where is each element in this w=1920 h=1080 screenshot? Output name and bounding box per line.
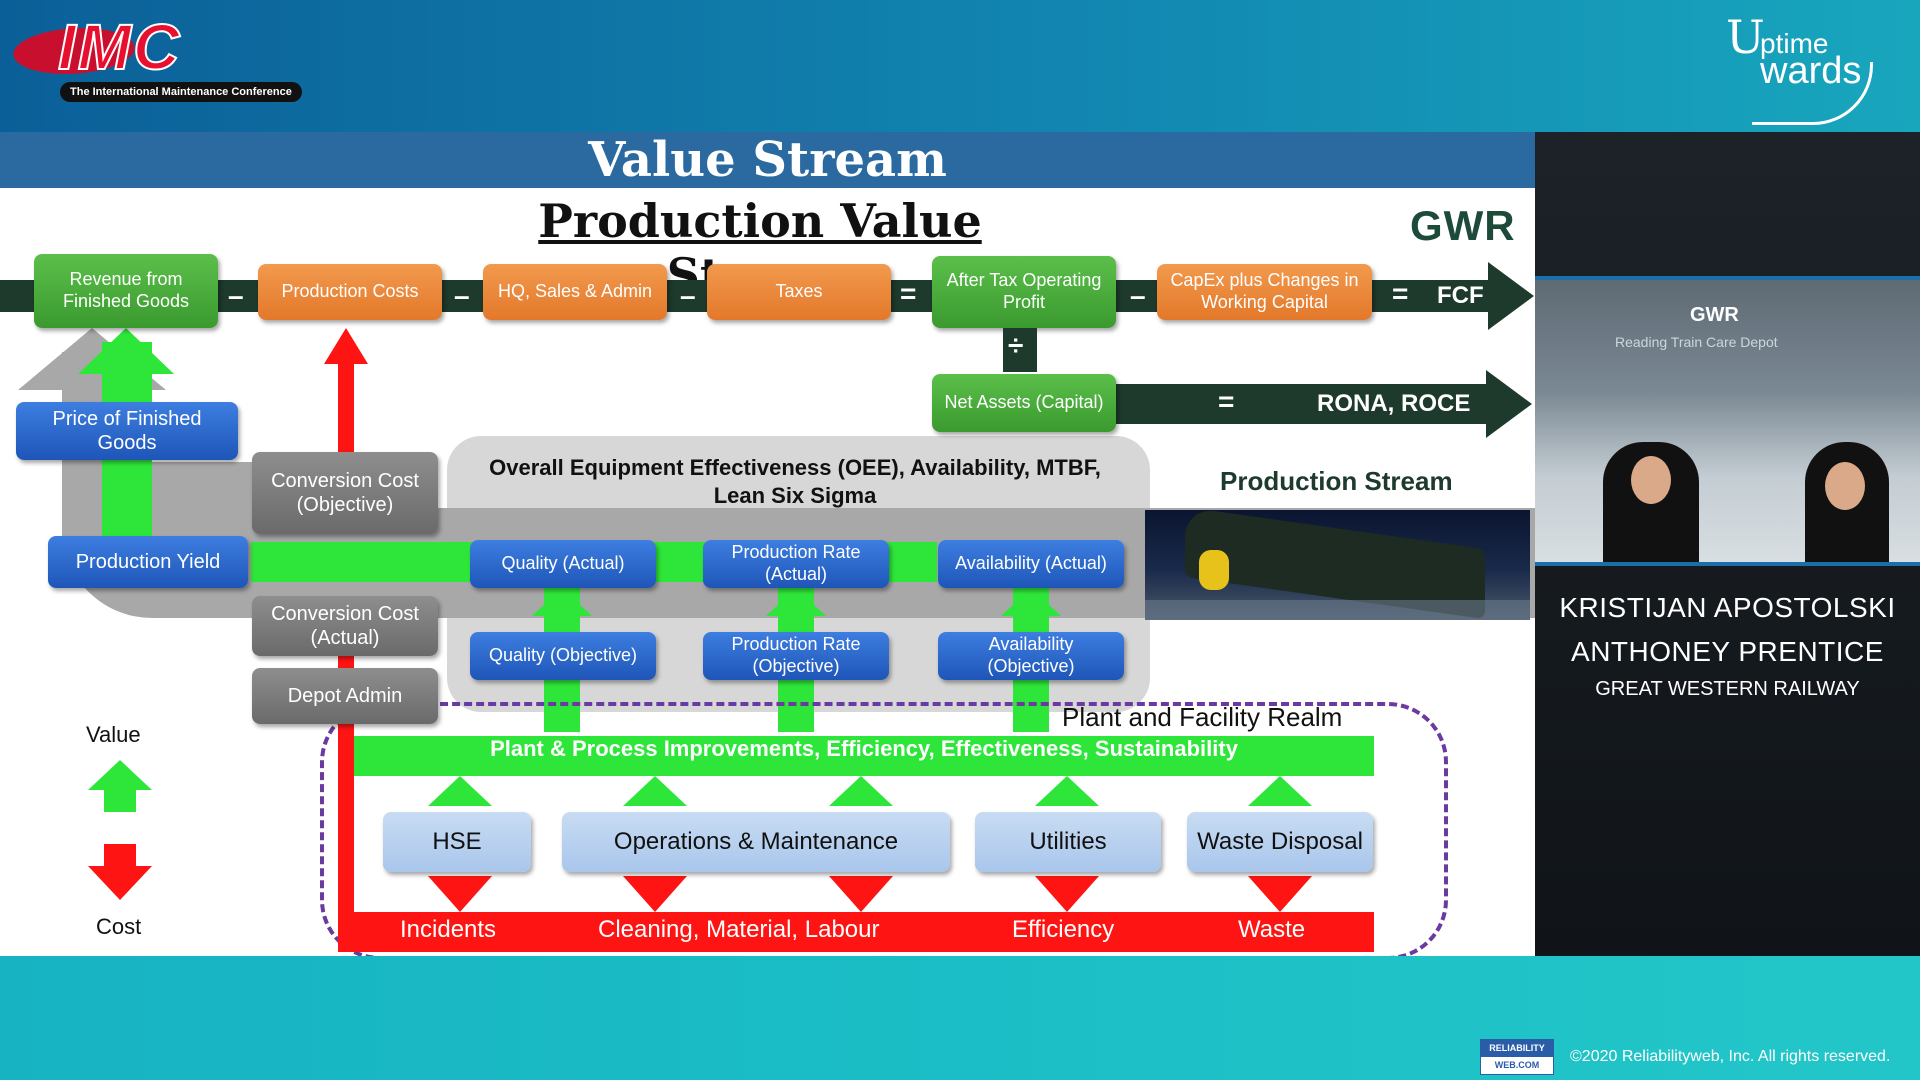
speaker-name-1: KRISTIJAN APOSTOLSKI [1559, 592, 1896, 623]
imc-logo: IMC The International Maintenance Confer… [5, 10, 302, 104]
bottom-banner [0, 956, 1920, 1080]
net-assets-box: Net Assets (Capital) [932, 374, 1116, 432]
equals-operator-1: = [900, 278, 917, 309]
train-photo [1145, 510, 1530, 620]
depot-admin-box: Depot Admin [252, 668, 438, 724]
plant-realm-boundary [320, 702, 1448, 956]
speaker-name-2: ANTHONEY PRENTICE [1571, 636, 1884, 667]
slide-title: Value Stream [588, 132, 947, 188]
rona-flow-bar [1115, 384, 1490, 424]
speaker-2-head [1825, 462, 1865, 510]
minus-operator-1: – [228, 280, 244, 311]
minus-operator-2: – [454, 280, 470, 311]
imc-logo-text: IMC [57, 10, 182, 84]
conversion-cost-actual-box: Conversion Cost (Actual) [252, 596, 438, 656]
waste-label: Waste [1238, 916, 1306, 943]
arrow-down-waste [1248, 876, 1312, 912]
production-costs-box: Production Costs [258, 264, 442, 320]
red-arrow-head [324, 328, 368, 364]
availability-objective-box: Availability (Objective) [938, 632, 1124, 680]
legend-value-arrow-icon [88, 760, 152, 790]
plant-realm-label: Plant and Facility Realm [1062, 702, 1343, 732]
slide-header [0, 132, 1535, 188]
taxes-box: Taxes [707, 264, 891, 320]
arrow-down-hse [428, 876, 492, 912]
efficiency-label: Efficiency [1012, 916, 1115, 943]
waste-disposal-box: Waste Disposal [1187, 812, 1373, 872]
equals-operator-3: = [1218, 386, 1235, 417]
minus-operator-4: – [1130, 280, 1146, 311]
imc-tagline: The International Maintenance Conference [60, 82, 302, 102]
speaker-names: KRISTIJAN APOSTOLSKI ANTHONEY PRENTICE G… [1535, 586, 1920, 701]
arrow-up-waste [1248, 776, 1312, 806]
improvements-label: Plant & Process Improvements, Efficiency… [490, 736, 1238, 761]
presentation-slide: Value Stream Production Value Stream GWR [0, 132, 1535, 956]
hse-box: HSE [383, 812, 531, 872]
equals-operator-2: = [1392, 278, 1409, 309]
price-finished-goods-box: Price of Finished Goods [16, 402, 238, 460]
arrow-down-ops-1 [623, 876, 687, 912]
production-yield-box: Production Yield [48, 536, 248, 588]
operations-maintenance-box: Operations & Maintenance [562, 812, 950, 872]
camera-depot-sign: Reading Train Care Depot [1615, 334, 1778, 350]
speaker-organisation: GREAT WESTERN RAILWAY [1595, 678, 1860, 700]
quality-actual-box: Quality (Actual) [470, 540, 656, 588]
legend-cost-label: Cost [96, 914, 142, 939]
production-stream-label: Production Stream [1220, 466, 1453, 496]
legend-cost-arrow-shaft [104, 844, 136, 868]
arrow-up-availability [1001, 588, 1061, 616]
gwr-logo: GWR [1410, 202, 1516, 249]
availability-actual-box: Availability (Actual) [938, 540, 1124, 588]
copyright-notice: ©2020 Reliabilityweb, Inc. All rights re… [1570, 1048, 1891, 1065]
camera-gwr-sign: GWR [1690, 304, 1739, 326]
cleaning-label: Cleaning, Material, Labour [598, 916, 880, 943]
fcf-arrow-head [1488, 262, 1534, 330]
rona-arrow-head [1486, 370, 1532, 438]
utilities-box: Utilities [975, 812, 1161, 872]
after-tax-profit-box: After Tax Operating Profit [932, 256, 1116, 328]
production-rate-objective-box: Production Rate (Objective) [703, 632, 889, 680]
rona-roce-label: RONA, ROCE [1317, 390, 1471, 417]
minus-operator-3: – [680, 280, 696, 311]
incidents-label: Incidents [400, 916, 497, 943]
rw-logo-bottom: WEB.COM [1494, 1060, 1540, 1070]
conversion-cost-objective-box: Conversion Cost (Objective) [252, 452, 438, 534]
top-banner [0, 0, 1920, 132]
arrow-up-ops-2 [829, 776, 893, 806]
fcf-label: FCF [1437, 282, 1484, 309]
arrow-up-ops-1 [623, 776, 687, 806]
speaker-camera-feed: GWR Reading Train Care Depot [1535, 276, 1920, 566]
reliabilityweb-logo: RELIABILITY WEB.COM [1480, 1039, 1554, 1075]
arrow-up-hse [428, 776, 492, 806]
green-arrow-head [78, 328, 174, 374]
legend-value-arrow-shaft [104, 788, 136, 812]
quality-objective-box: Quality (Objective) [470, 632, 656, 680]
capex-box: CapEx plus Changes in Working Capital [1157, 264, 1372, 320]
hq-sales-admin-box: HQ, Sales & Admin [483, 264, 667, 320]
arrow-up-quality [532, 588, 592, 616]
arrow-up-utilities [1035, 776, 1099, 806]
arrow-down-ops-2 [829, 876, 893, 912]
speaker-1-head [1631, 456, 1671, 504]
production-rate-actual-box: Production Rate (Actual) [703, 540, 889, 588]
arrow-down-utilities [1035, 876, 1099, 912]
legend-cost-arrow-icon [88, 866, 152, 900]
legend-value-label: Value [86, 722, 141, 747]
oee-title: Overall Equipment Effectiveness (OEE), A… [489, 455, 1101, 508]
improvements-bar [354, 736, 1374, 776]
arrow-up-rate [766, 588, 826, 616]
rw-logo-top: RELIABILITY [1481, 1040, 1553, 1057]
divide-connector [1003, 328, 1037, 372]
costs-bar [338, 912, 1374, 952]
divide-operator: ÷ [1008, 330, 1024, 361]
revenue-box: Revenue from Finished Goods [34, 254, 218, 328]
